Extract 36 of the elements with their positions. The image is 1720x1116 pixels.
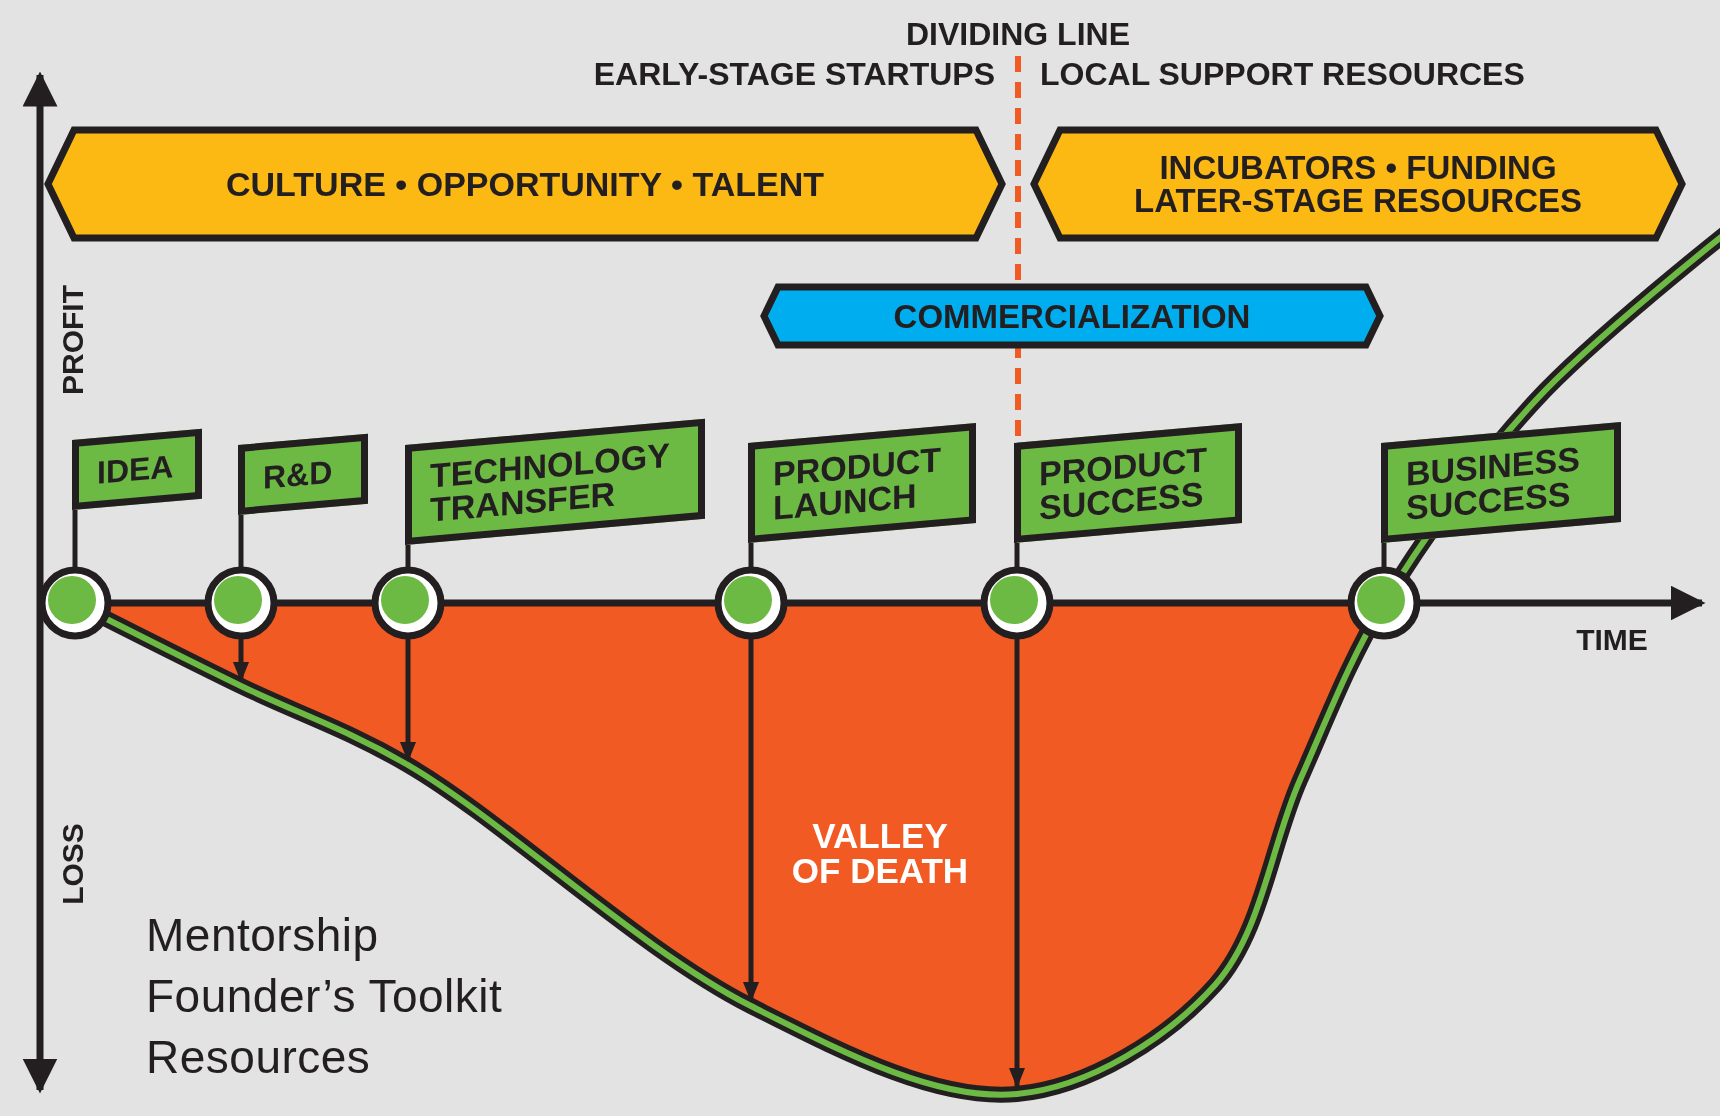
milestone-label: PRODUCT LAUNCH bbox=[773, 440, 943, 525]
flag-pole bbox=[748, 543, 754, 567]
banner-label: CULTURE • OPPORTUNITY • TALENT bbox=[226, 167, 824, 201]
milestone-circle bbox=[714, 566, 788, 640]
milestone-label: BUSINESS SUCCESS bbox=[1406, 439, 1581, 525]
milestone-circle bbox=[371, 566, 445, 640]
flag-pole bbox=[1014, 543, 1020, 567]
heading: DIVIDING LINE bbox=[906, 18, 1130, 50]
flag-pole bbox=[405, 545, 411, 567]
milestone-label: R&D bbox=[263, 455, 333, 494]
resource-note: Resources bbox=[146, 1034, 371, 1080]
axis-label: PROFIT bbox=[58, 285, 88, 395]
arrow bbox=[233, 639, 249, 682]
resource-note: Founder’s Toolkit bbox=[146, 973, 503, 1019]
arrow bbox=[743, 639, 759, 1002]
banner bbox=[44, 126, 1006, 242]
heading: EARLY-STAGE STARTUPS bbox=[593, 58, 995, 90]
milestone-label: IDEA bbox=[97, 450, 174, 489]
axis-label: LOSS bbox=[58, 823, 88, 905]
banner bbox=[760, 283, 1384, 349]
milestone-label: TECHNOLOGY TRANSFER bbox=[430, 436, 671, 527]
flag-pole bbox=[72, 510, 78, 567]
arrow bbox=[1009, 639, 1025, 1088]
banner bbox=[1030, 126, 1686, 242]
milestone-circle bbox=[980, 566, 1054, 640]
axis-label: TIME bbox=[1576, 625, 1648, 655]
banner-label: INCUBATORS • FUNDING LATER-STAGE RESOURCES bbox=[1133, 151, 1583, 217]
arrow bbox=[400, 639, 416, 762]
flag-pole bbox=[1381, 543, 1387, 567]
milestone-label: PRODUCT SUCCESS bbox=[1039, 440, 1209, 525]
banner-label: COMMERCIALIZATION bbox=[893, 299, 1251, 333]
heading: LOCAL SUPPORT RESOURCES bbox=[1040, 58, 1525, 90]
flag-pole bbox=[238, 515, 244, 567]
valley-label: VALLEY OF DEATH bbox=[790, 818, 970, 888]
milestone-circle bbox=[204, 566, 278, 640]
milestone-circle bbox=[1347, 566, 1421, 640]
